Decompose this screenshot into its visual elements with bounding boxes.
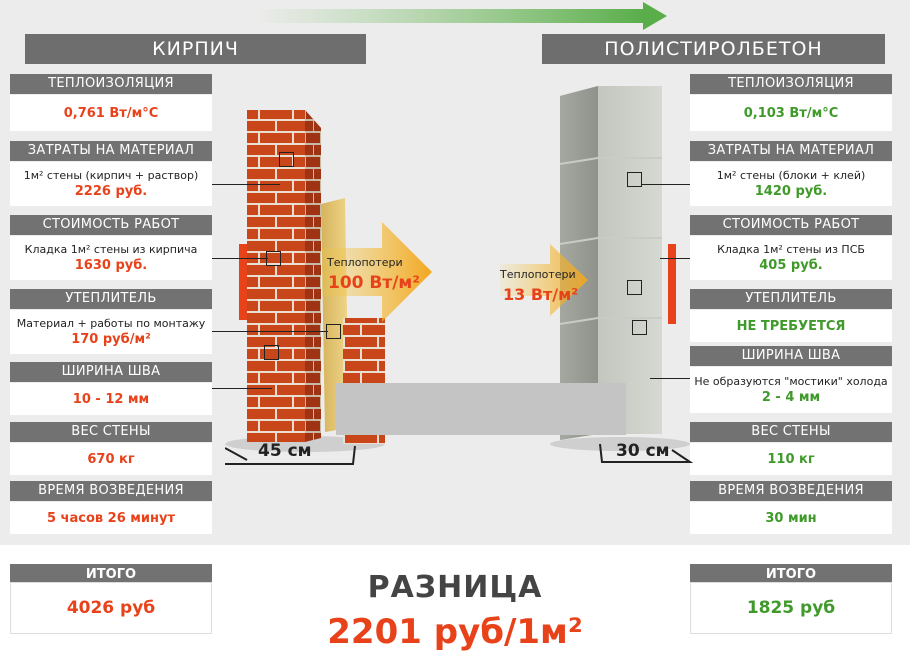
left-material-box: 1м² стены (кирпич + раствор) 2226 руб. (10, 162, 212, 206)
right-seam-label: ШИРИНА ШВА (690, 346, 892, 366)
right-marker-work (627, 280, 642, 295)
left-connector-material (212, 184, 280, 185)
left-marker-material (279, 152, 294, 167)
left-time-box: 5 часов 26 минут (10, 502, 212, 534)
left-weight-value: 670 кг (87, 451, 135, 467)
left-time-value: 5 часов 26 минут (46, 510, 175, 526)
right-time-box: 30 мин (690, 502, 892, 534)
left-insul-label: УТЕПЛИТЕЛЬ (10, 289, 212, 309)
right-insul-value: НЕ ТРЕБУЕТСЯ (736, 318, 846, 334)
right-connector-material (642, 184, 690, 185)
right-weight-label: ВЕС СТЕНЫ (690, 422, 892, 442)
left-total-label: ИТОГО (10, 564, 212, 586)
left-heatloss-value: 100 Вт/м² (328, 273, 420, 293)
right-seam-desc: Не образуются "мостики" холода (694, 375, 888, 388)
right-heat-arrow-icon (500, 244, 588, 316)
left-heatloss-label: Теплопотери (327, 256, 403, 269)
left-work-box: Кладка 1м² стены из кирпича 1630 руб. (10, 236, 212, 280)
left-work-desc: Кладка 1м² стены из кирпича (24, 243, 198, 256)
right-total-label: ИТОГО (690, 564, 892, 586)
left-insul-desc: Материал + работы по монтажу (16, 317, 206, 330)
left-thickness-label: 45 см (258, 441, 312, 461)
left-connector-work (212, 258, 268, 259)
right-seam-value: 2 - 4 мм (761, 390, 821, 405)
right-material-label: ЗАТРАТЫ НА МАТЕРИАЛ (690, 141, 892, 161)
left-connector-insul (212, 331, 328, 332)
right-time-value: 30 мин (765, 510, 817, 526)
right-material-box: 1м² стены (блоки + клей) 1420 руб. (690, 162, 892, 206)
right-work-label: СТОИМОСТЬ РАБОТ (690, 215, 892, 235)
left-total-value: 4026 руб (10, 582, 212, 634)
right-heatloss-label: Теплопотери (500, 268, 576, 281)
left-insul-box: Материал + работы по монтажу 170 руб/м² (10, 310, 212, 354)
left-marker-insul (326, 324, 341, 339)
right-marker-material (627, 172, 642, 187)
left-heat-arrow-icon (322, 222, 432, 322)
left-insul-value: 170 руб/м² (71, 332, 151, 347)
left-material-desc: 1м² стены (кирпич + раствор) (23, 169, 199, 182)
right-thermal-value: 0,103 Вт/м°С (743, 105, 839, 121)
left-weight-label: ВЕС СТЕНЫ (10, 422, 212, 442)
concrete-wall-illustration (550, 86, 694, 463)
left-material-value: 2226 руб. (74, 184, 148, 199)
left-work-label: СТОИМОСТЬ РАБОТ (10, 215, 212, 235)
left-thermal-value: 0,761 Вт/м°С (63, 105, 159, 121)
right-work-box: Кладка 1м² стены из ПСБ 405 руб. (690, 236, 892, 280)
right-material-desc: 1м² стены (блоки + клей) (716, 169, 866, 182)
difference-value: 2201 руб/1м² (327, 612, 583, 652)
right-weight-box: 110 кг (690, 443, 892, 475)
right-insul-box: НЕ ТРЕБУЕТСЯ (690, 310, 892, 342)
right-thermal-box: 0,103 Вт/м°С (690, 95, 892, 131)
right-material-value: 1420 руб. (754, 184, 828, 199)
left-marker-seam (264, 345, 279, 360)
right-connector-seam (650, 378, 690, 379)
left-weight-box: 670 кг (10, 443, 212, 475)
right-work-desc: Кладка 1м² стены из ПСБ (717, 243, 865, 256)
right-seam-box: Не образуются "мостики" холода 2 - 4 мм (690, 367, 892, 413)
left-thermal-box: 0,761 Вт/м°С (10, 95, 212, 131)
right-weight-value: 110 кг (767, 451, 815, 467)
obscured-block (336, 383, 626, 435)
difference-label: РАЗНИЦА (367, 570, 543, 605)
right-thermal-label: ТЕПЛОИЗОЛЯЦИЯ (690, 74, 892, 94)
right-total-value: 1825 руб (690, 582, 892, 634)
right-insul-label: УТЕПЛИТЕЛЬ (690, 289, 892, 309)
left-connector-seam (212, 388, 272, 389)
right-work-value: 405 руб. (759, 258, 823, 273)
direction-arrow-icon (255, 2, 667, 30)
left-material-title: КИРПИЧ (25, 34, 366, 64)
left-time-label: ВРЕМЯ ВОЗВЕДЕНИЯ (10, 481, 212, 501)
right-connector-work (660, 258, 690, 259)
left-marker-work (266, 251, 281, 266)
right-thickness-label: 30 см (616, 441, 670, 461)
right-heatloss-value: 13 Вт/м² (503, 285, 579, 304)
right-material-title: ПОЛИСТИРОЛБЕТОН (542, 34, 885, 64)
left-thermal-label: ТЕПЛОИЗОЛЯЦИЯ (10, 74, 212, 94)
right-marker-seam (632, 320, 647, 335)
left-material-label: ЗАТРАТЫ НА МАТЕРИАЛ (10, 141, 212, 161)
left-seam-label: ШИРИНА ШВА (10, 362, 212, 382)
right-time-label: ВРЕМЯ ВОЗВЕДЕНИЯ (690, 481, 892, 501)
left-seam-box: 10 - 12 мм (10, 383, 212, 415)
left-work-value: 1630 руб. (74, 258, 148, 273)
left-seam-value: 10 - 12 мм (72, 391, 150, 407)
